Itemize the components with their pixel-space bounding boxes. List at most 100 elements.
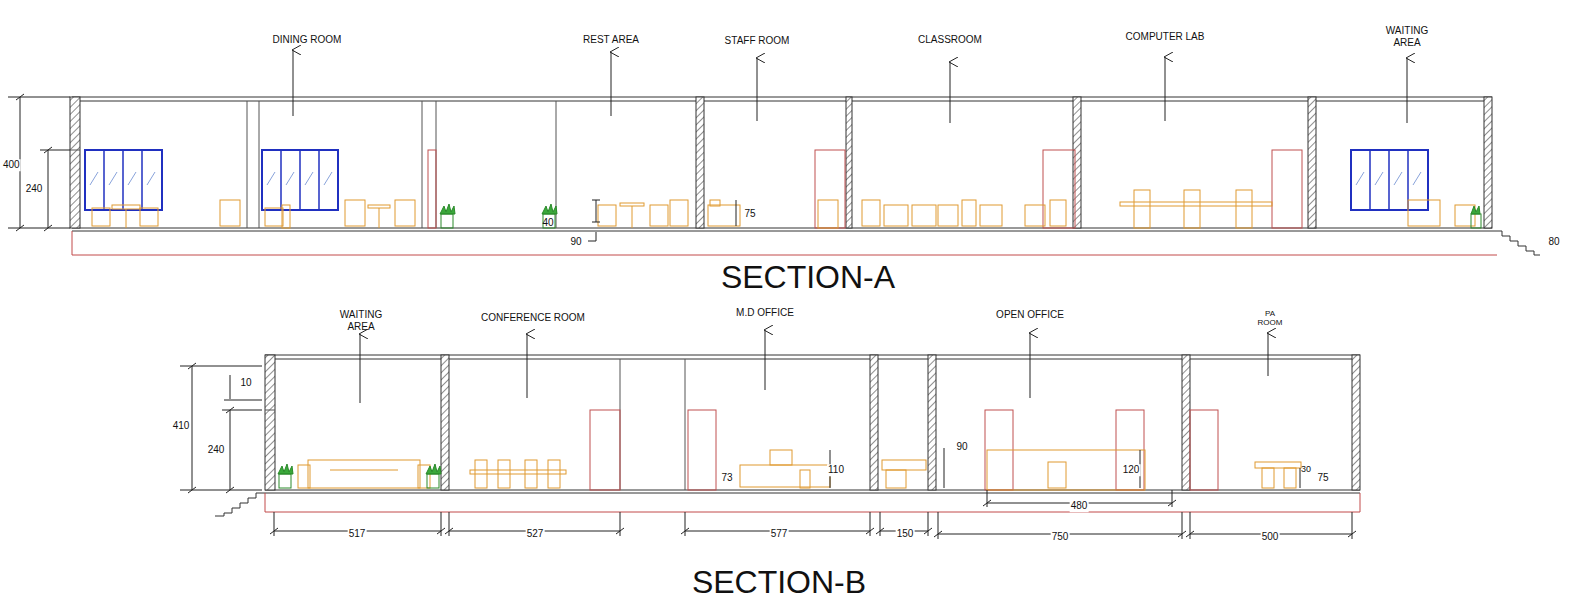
- furniture: [620, 203, 644, 206]
- window-pane: [1388, 150, 1390, 210]
- glass-hatch: [267, 172, 275, 185]
- furniture: [938, 205, 958, 226]
- furniture: [1050, 200, 1066, 226]
- furniture: [1134, 190, 1150, 228]
- furniture: [980, 205, 1002, 226]
- dimension: 120: [1122, 464, 1141, 476]
- dimension-line: [48, 150, 49, 228]
- door: [1043, 150, 1075, 228]
- dimension-line: [592, 222, 600, 223]
- dimension-line: [987, 490, 988, 507]
- furniture: [1284, 468, 1296, 488]
- slab: [265, 355, 1360, 356]
- dimension: 73: [721, 472, 732, 484]
- partition: [259, 101, 260, 228]
- wall: [1308, 97, 1316, 228]
- window-pane: [1369, 150, 1371, 210]
- window-pane: [103, 150, 105, 210]
- plant: [278, 204, 1481, 488]
- furniture: [1184, 190, 1200, 228]
- furniture: [1255, 462, 1301, 468]
- dimension-line: [230, 410, 231, 490]
- slab: [262, 493, 1360, 494]
- window-pane: [122, 150, 124, 210]
- furniture: [1236, 190, 1252, 228]
- furniture: [670, 200, 688, 226]
- plant: [426, 464, 441, 474]
- room-label: WAITING AREA: [335, 309, 387, 332]
- dimension-line: [592, 200, 600, 201]
- wall: [696, 97, 704, 228]
- furniture: [345, 200, 365, 226]
- dimension-line: [8, 97, 70, 98]
- plant: [440, 204, 455, 214]
- wall: [1484, 97, 1492, 228]
- furniture: [112, 205, 140, 209]
- room-label: PA ROOM: [1255, 309, 1285, 327]
- dimension: 240: [207, 444, 226, 456]
- dimension-line: [870, 512, 871, 536]
- glass-hatch: [1394, 172, 1402, 185]
- dimension: 75: [744, 208, 755, 220]
- room-arrow: [765, 330, 766, 390]
- dimension: 30: [1301, 464, 1311, 474]
- room-arrow: [1268, 333, 1269, 376]
- section-title: SECTION-A: [721, 259, 895, 296]
- wall: [441, 355, 449, 490]
- room-label: REST AREA: [583, 34, 639, 46]
- glass-hatch: [286, 172, 294, 185]
- room-label: CONFERENCE ROOM: [481, 312, 585, 324]
- furniture: [987, 450, 1145, 490]
- room-label: CLASSROOM: [918, 34, 982, 46]
- furniture: [395, 200, 415, 226]
- furniture: [220, 200, 240, 226]
- partition: [70, 150, 80, 151]
- dimension: 110: [827, 464, 845, 476]
- dimension: 75: [1317, 472, 1328, 484]
- furniture: [498, 460, 510, 488]
- furniture: [710, 200, 720, 206]
- dimension-line: [1190, 512, 1191, 539]
- furniture: [379, 208, 380, 228]
- steps: [215, 231, 1540, 516]
- door: [590, 410, 620, 490]
- plant: [1471, 214, 1481, 228]
- dimension-line: [928, 512, 929, 536]
- slab: [72, 97, 1496, 493]
- furniture: [140, 208, 158, 226]
- dimension: 577: [770, 528, 789, 540]
- plant: [542, 204, 557, 214]
- furniture: [708, 205, 740, 226]
- dimension-line: [1172, 490, 1173, 507]
- wall: [846, 97, 852, 228]
- room-label: COMPUTER LAB: [1126, 31, 1205, 43]
- glass-hatch: [1356, 172, 1364, 185]
- room-arrow: [1030, 333, 1031, 398]
- glass-hatch: [305, 172, 313, 185]
- room-label: STAFF ROOM: [725, 35, 790, 47]
- plinth: [265, 493, 1360, 512]
- furniture: [126, 209, 127, 228]
- window: [85, 150, 162, 210]
- dimension: 90: [570, 236, 581, 248]
- door: [1190, 410, 1218, 490]
- door: [688, 410, 716, 490]
- dimension: 517: [348, 528, 367, 540]
- dimension-line: [620, 512, 621, 536]
- furniture: [740, 465, 830, 487]
- glass-hatch: [324, 172, 332, 185]
- plant: [279, 474, 291, 488]
- dimension-line: [180, 490, 262, 491]
- furniture: [912, 205, 936, 226]
- door: [1272, 150, 1302, 228]
- dimension-line: [596, 200, 597, 222]
- wall: [928, 355, 936, 490]
- furniture: [818, 200, 838, 228]
- room-arrow: [1407, 58, 1408, 123]
- dimension: 90: [956, 441, 967, 453]
- dimension-line: [880, 512, 881, 536]
- furniture: [886, 470, 906, 488]
- plinth: [72, 231, 1497, 255]
- wall: [870, 355, 878, 490]
